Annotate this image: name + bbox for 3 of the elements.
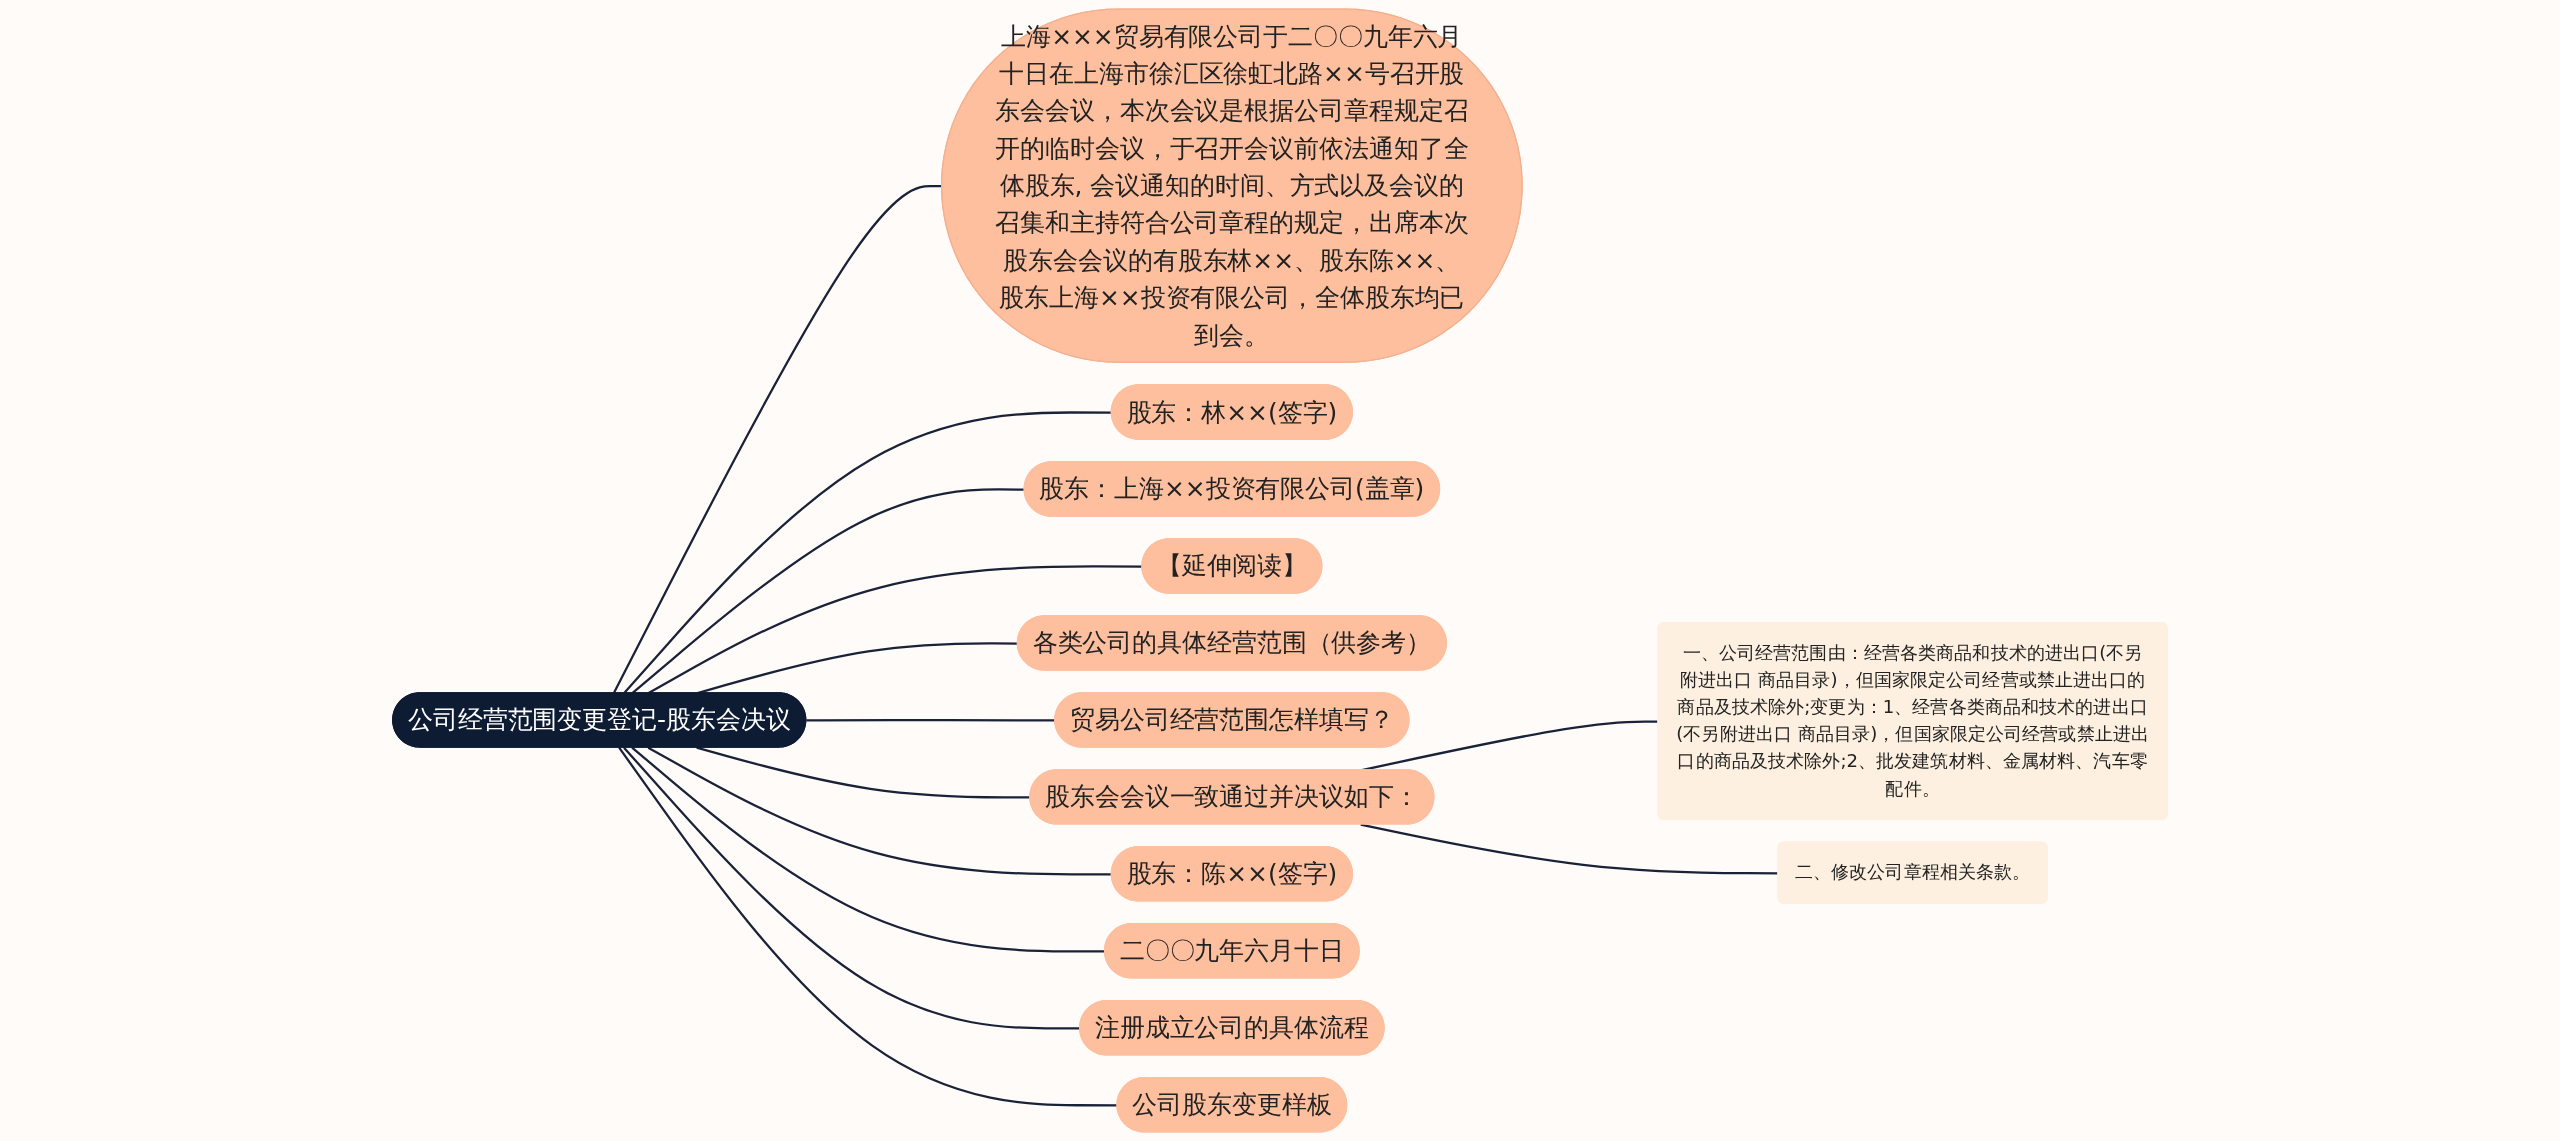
connector [806, 719, 1056, 722]
connector [647, 746, 1112, 876]
connector [618, 747, 1118, 1107]
